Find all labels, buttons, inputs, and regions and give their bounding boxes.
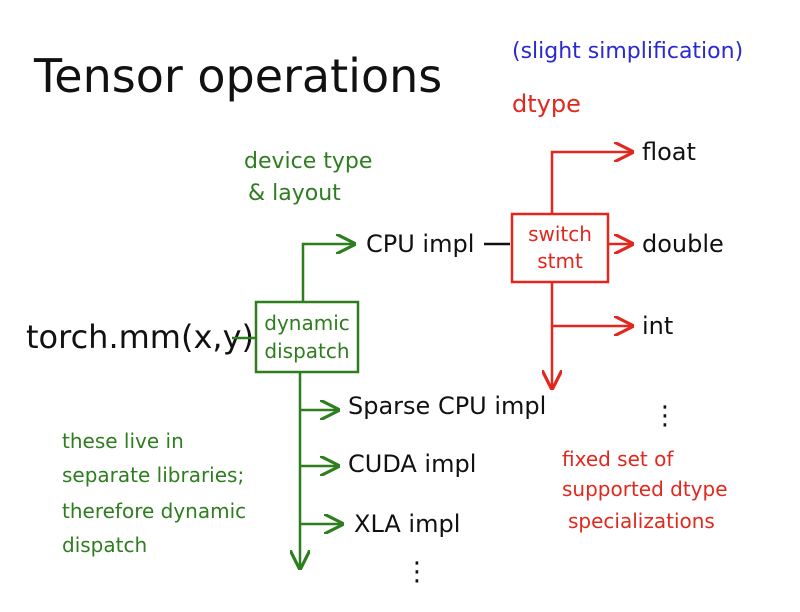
- right-note-line1: fixed set of: [562, 447, 674, 471]
- more-impls-ellipsis: ⋮: [404, 557, 430, 587]
- left-note-line4: dispatch: [62, 533, 147, 557]
- more-dtypes-ellipsis: ⋮: [652, 401, 678, 431]
- right-note-line2: supported dtype: [562, 477, 728, 501]
- dispatch-box-line1: dynamic: [264, 311, 350, 335]
- switch-box-line2: stmt: [537, 249, 583, 273]
- sparse-cpu-impl-label: Sparse CPU impl: [348, 392, 546, 420]
- layout-label: & layout: [248, 181, 341, 206]
- arrow-to-float: [550, 152, 632, 214]
- device-type-label: device type: [244, 149, 372, 174]
- dtype-int-label: int: [642, 312, 673, 340]
- cpu-impl-label: CPU impl: [366, 230, 474, 258]
- page-title: Tensor operations: [33, 49, 442, 103]
- torch-mm-call: torch.mm(x,y): [26, 318, 254, 356]
- dispatch-box-line2: dispatch: [264, 339, 349, 363]
- left-note-line3: therefore dynamic: [62, 499, 246, 523]
- left-note-line2: separate libraries;: [62, 463, 244, 487]
- left-note-line1: these live in: [62, 429, 184, 453]
- arrow-to-cpu: [301, 244, 354, 302]
- dtype-double-label: double: [642, 230, 724, 258]
- switch-box-line1: switch: [528, 222, 592, 246]
- cuda-impl-label: CUDA impl: [348, 450, 476, 478]
- dtype-label: dtype: [512, 90, 581, 118]
- xla-impl-label: XLA impl: [354, 510, 460, 538]
- dtype-float-label: float: [642, 138, 696, 166]
- switch-stmt-box: [510, 212, 610, 284]
- dynamic-dispatch-box: [254, 300, 360, 374]
- simplification-note: (slight simplification): [512, 39, 743, 64]
- right-note-line3: specializations: [568, 509, 715, 533]
